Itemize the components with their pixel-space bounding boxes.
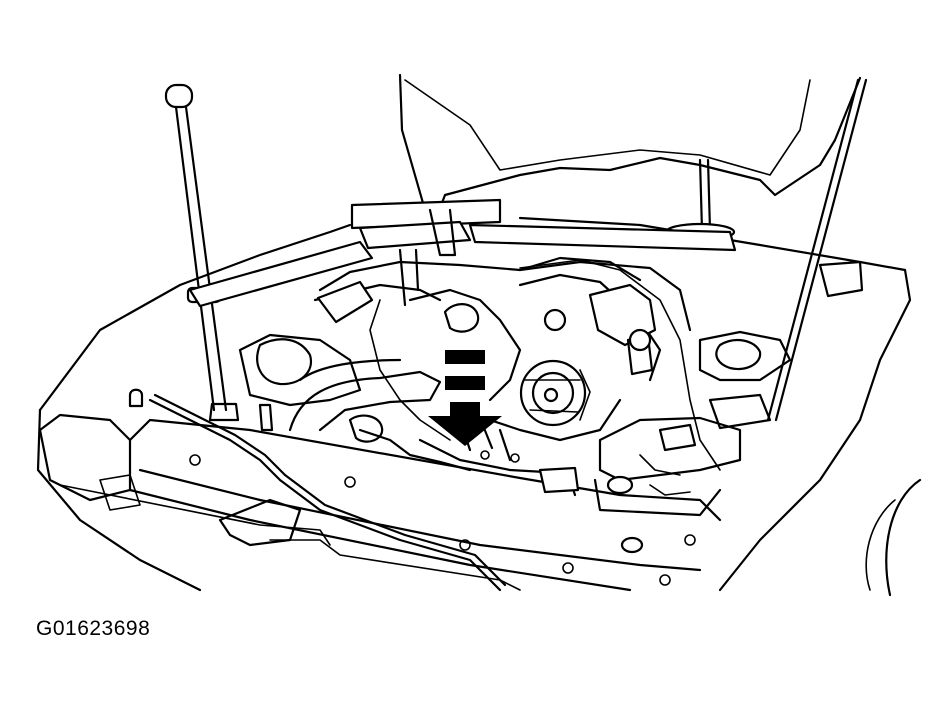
radiator-support [38, 413, 722, 592]
figure-id-label: G01623698 [36, 617, 151, 640]
right-hood-support-rod [664, 78, 868, 422]
engine-assembly [128, 248, 792, 592]
strut-brace [188, 198, 864, 308]
left-hood-support-rod [164, 83, 240, 422]
vehicle-body [36, 216, 922, 597]
down-arrow-icon [428, 350, 502, 446]
raised-hood [398, 73, 862, 212]
engine-bay-illustration [36, 73, 922, 597]
